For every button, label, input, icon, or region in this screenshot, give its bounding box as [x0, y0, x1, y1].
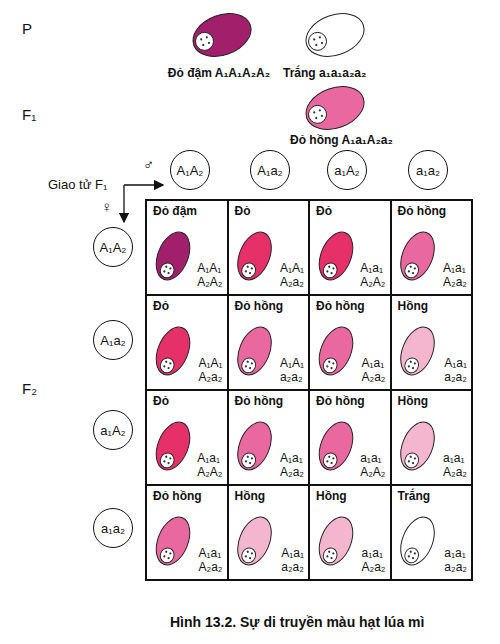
- phenotype-label: Đỏ hồng: [235, 394, 284, 408]
- gamete-circle: a₁a₂: [93, 508, 133, 548]
- punnett-cell: Đỏ hồngA₁A₁ a₂a₂: [228, 295, 310, 390]
- seed-f1: [300, 79, 370, 137]
- phenotype-label: Đỏ hồng: [316, 299, 365, 313]
- gamete-circle: A₁A₂: [170, 150, 210, 190]
- caption: Hình 13.2. Sự di truyền màu hạt lúa mì: [170, 614, 424, 630]
- punnett-cell: Hồng a₁a₁ A₂a₂: [391, 390, 473, 485]
- seed: [231, 417, 278, 475]
- seed: [394, 227, 441, 285]
- gamete-label: a₁a₂: [101, 521, 125, 536]
- label: Đỏ hồng A₁a₁A₂a₂: [290, 133, 393, 147]
- label: Đỏ đậm A₁A₁A₂A₂: [168, 66, 270, 80]
- label: ♂: [143, 156, 154, 173]
- seed-parent: [187, 6, 257, 64]
- punnett-cell: HồngA₁a₁ a₂a₂: [228, 485, 310, 580]
- phenotype-label: Đỏ hồng: [398, 204, 447, 218]
- punnett-cell: Đỏ hồngA₁a₁ A₂a₂: [309, 295, 391, 390]
- phenotype-label: Hồng: [235, 489, 266, 503]
- phenotype-label: Đỏ hồng: [153, 489, 202, 503]
- phenotype-label: Đỏ: [316, 204, 332, 218]
- label: F₂: [22, 380, 37, 397]
- seed: [313, 322, 360, 380]
- genotype-label: a₁a₁ a₂a₂: [444, 547, 467, 575]
- seed: [313, 512, 360, 570]
- seed-parent: [300, 6, 370, 64]
- gamete-label: a₁a₂: [416, 163, 440, 178]
- genotype-label: a₁a₁ A₂A₂: [360, 452, 385, 480]
- seed: [150, 417, 197, 475]
- gamete-label: A₁a₂: [100, 333, 125, 348]
- punnett-cell: Đỏ hồng a₁a₁ A₂A₂: [309, 390, 391, 485]
- genotype-label: a₁a₁ A₂a₂: [443, 452, 467, 480]
- seed: [313, 417, 360, 475]
- gamete-label: a₁A₂: [334, 163, 359, 178]
- phenotype-label: Đỏ hồng: [235, 299, 284, 313]
- seed: [394, 512, 441, 570]
- gamete-label: A₁a₂: [257, 163, 282, 178]
- gamete-arrow: [124, 184, 163, 185]
- genotype-label: A₁a₁ a₂a₂: [444, 357, 467, 385]
- punnett-cell: Hồng a₁a₁ A₂a₂: [309, 485, 391, 580]
- label: ♀: [101, 198, 112, 215]
- gamete-circle: a₁A₂: [93, 410, 133, 450]
- seed: [313, 227, 360, 285]
- punnett-cell: Đỏ hồngA₁a₁ A₂a₂: [228, 390, 310, 485]
- phenotype-label: Hồng: [316, 489, 347, 503]
- genotype-label: A₁a₁ a₂a₂: [281, 547, 304, 575]
- phenotype-label: Đỏ: [153, 394, 169, 408]
- punnett-cell: Đỏ đậmA₁A₁ A₂A₂: [146, 200, 228, 295]
- genotype-label: A₁A₁ A₂a₂: [198, 357, 222, 385]
- phenotype-label: Đỏ: [235, 204, 251, 218]
- phenotype-label: Trắng: [398, 489, 431, 503]
- seed: [150, 512, 197, 570]
- punnett-cell: ĐỏA₁A₁ A₂a₂: [146, 295, 228, 390]
- gamete-label: a₁A₂: [100, 423, 125, 438]
- seed: [394, 322, 441, 380]
- genotype-label: a₁a₁ A₂a₂: [362, 547, 386, 575]
- punnett-cell: Đỏ hồngA₁a₁ A₂a₂: [146, 485, 228, 580]
- seed: [231, 322, 278, 380]
- genotype-label: A₁A₁ A₂a₂: [280, 262, 304, 290]
- label: Trắng a₁a₁a₂a₂: [283, 66, 366, 80]
- punnett-cell: HồngA₁a₁ a₂a₂: [391, 295, 473, 390]
- punnett-cell: Trắng a₁a₁ a₂a₂: [391, 485, 473, 580]
- punnett-cell: ĐỏA₁A₁ A₂a₂: [228, 200, 310, 295]
- seed: [231, 227, 278, 285]
- phenotype-label: Đỏ: [153, 299, 169, 313]
- punnett-cell: ĐỏA₁a₁ A₂A₂: [309, 200, 391, 295]
- genotype-label: A₁a₁ A₂A₂: [360, 262, 385, 290]
- gamete-label: A₁A₂: [177, 163, 204, 178]
- seed: [394, 417, 441, 475]
- gamete-circle: a₁A₂: [327, 150, 367, 190]
- gamete-circle: A₁a₂: [93, 320, 133, 360]
- genotype-label: A₁a₁ A₂a₂: [443, 262, 467, 290]
- label: F₁: [22, 106, 36, 123]
- genotype-label: A₁a₁ A₂a₂: [280, 452, 304, 480]
- genotype-label: A₁a₁ A₂a₂: [199, 547, 223, 575]
- gamete-circle: A₁a₂: [250, 150, 290, 190]
- gamete-arrow: [123, 185, 124, 222]
- label: Giao tử F₁: [48, 177, 107, 192]
- punnett-cell: ĐỏA₁a₁ A₂A₂: [146, 390, 228, 485]
- seed: [150, 227, 197, 285]
- phenotype-label: Hồng: [398, 299, 429, 313]
- phenotype-label: Đỏ hồng: [316, 394, 365, 408]
- gamete-circle: A₁A₂: [93, 227, 133, 267]
- genotype-label: A₁A₁ a₂a₂: [280, 357, 304, 385]
- seed: [231, 512, 278, 570]
- genotype-label: A₁a₁ A₂A₂: [197, 452, 222, 480]
- seed: [150, 322, 197, 380]
- phenotype-label: Đỏ đậm: [153, 204, 197, 218]
- gamete-circle: a₁a₂: [408, 150, 448, 190]
- punnett-cell: Đỏ hồngA₁a₁ A₂a₂: [391, 200, 473, 295]
- phenotype-label: Hồng: [398, 394, 429, 408]
- grid-frame: [146, 200, 472, 580]
- gamete-label: A₁A₂: [100, 240, 127, 255]
- genotype-label: A₁a₁ A₂a₂: [362, 357, 386, 385]
- genotype-label: A₁A₁ A₂A₂: [197, 262, 222, 290]
- label: P: [22, 20, 32, 37]
